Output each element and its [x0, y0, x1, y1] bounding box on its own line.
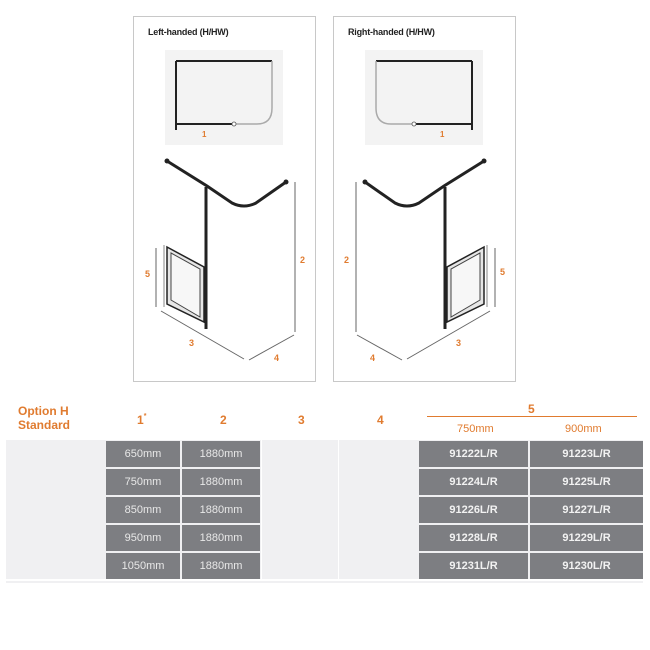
right-iso-diagram-icon	[355, 158, 496, 361]
right-dim-2: 2	[344, 255, 350, 265]
option-label-line2: Standard	[18, 418, 71, 432]
cell-height: 1880mm	[182, 525, 260, 551]
option-label-line1: Option H	[18, 404, 69, 418]
cell-width: 750mm	[106, 469, 180, 495]
right-dim-4: 4	[370, 353, 376, 363]
col-header-2: 2	[220, 413, 227, 427]
right-handed-title: Right-handed (H/HW)	[348, 27, 435, 37]
left-dim-2: 2	[300, 255, 306, 265]
right-handed-panel: Right-handed (H/HW) 1 5 2 3 4	[333, 16, 516, 382]
cell-height: 1880mm	[182, 441, 260, 467]
col-separator	[338, 440, 339, 579]
cell-code-750: 91222L/R	[419, 441, 528, 467]
cell-width: 950mm	[106, 525, 180, 551]
right-plan-dim-1: 1	[440, 130, 445, 139]
cell-code-900: 91227L/R	[530, 497, 643, 523]
cell-width: 1050mm	[106, 553, 180, 579]
left-handed-title: Left-handed (H/HW)	[148, 27, 229, 37]
right-plan-diagram-icon	[375, 60, 473, 130]
spec-table-header: Option H Standard 1* 2 3 4 5 750mm 900mm	[0, 390, 650, 590]
table-bottom-strip	[6, 581, 643, 583]
cell-code-900: 91229L/R	[530, 525, 643, 551]
cell-code-900: 91230L/R	[530, 553, 643, 579]
col-header-4: 4	[377, 413, 384, 427]
cell-code-750: 91224L/R	[419, 469, 528, 495]
left-plan-diagram-icon	[175, 60, 273, 130]
right-dim-3: 3	[456, 338, 462, 348]
right-dim-5: 5	[500, 267, 506, 277]
cell-height: 1880mm	[182, 497, 260, 523]
col5-sub-750: 750mm	[457, 423, 494, 435]
left-iso-diagram-icon	[155, 158, 296, 361]
left-dim-4: 4	[274, 353, 280, 363]
col-header-1: 1*	[137, 413, 147, 427]
left-dim-3: 3	[189, 338, 195, 348]
col-separator	[261, 440, 262, 579]
cell-code-900: 91223L/R	[530, 441, 643, 467]
col1-footnote-mark: *	[143, 413, 147, 420]
cell-code-750: 91226L/R	[419, 497, 528, 523]
cell-code-750: 91231L/R	[419, 553, 528, 579]
left-dim-5: 5	[145, 269, 151, 279]
col5-divider	[427, 416, 637, 417]
cell-width: 650mm	[106, 441, 180, 467]
col-header-3: 3	[298, 413, 305, 427]
cell-height: 1880mm	[182, 469, 260, 495]
left-plan-view: 1	[165, 50, 283, 145]
cell-code-750: 91228L/R	[419, 525, 528, 551]
left-plan-dim-1: 1	[202, 130, 207, 139]
cell-code-900: 91225L/R	[530, 469, 643, 495]
right-plan-view: 1	[365, 50, 483, 145]
col5-sub-900: 900mm	[565, 423, 602, 435]
col-header-5: 5	[528, 402, 535, 416]
left-handed-panel: Left-handed (H/HW) 1 5 2 3 4	[133, 16, 316, 382]
option-label: Option H Standard	[18, 404, 70, 432]
cell-height: 1880mm	[182, 553, 260, 579]
cell-width: 850mm	[106, 497, 180, 523]
